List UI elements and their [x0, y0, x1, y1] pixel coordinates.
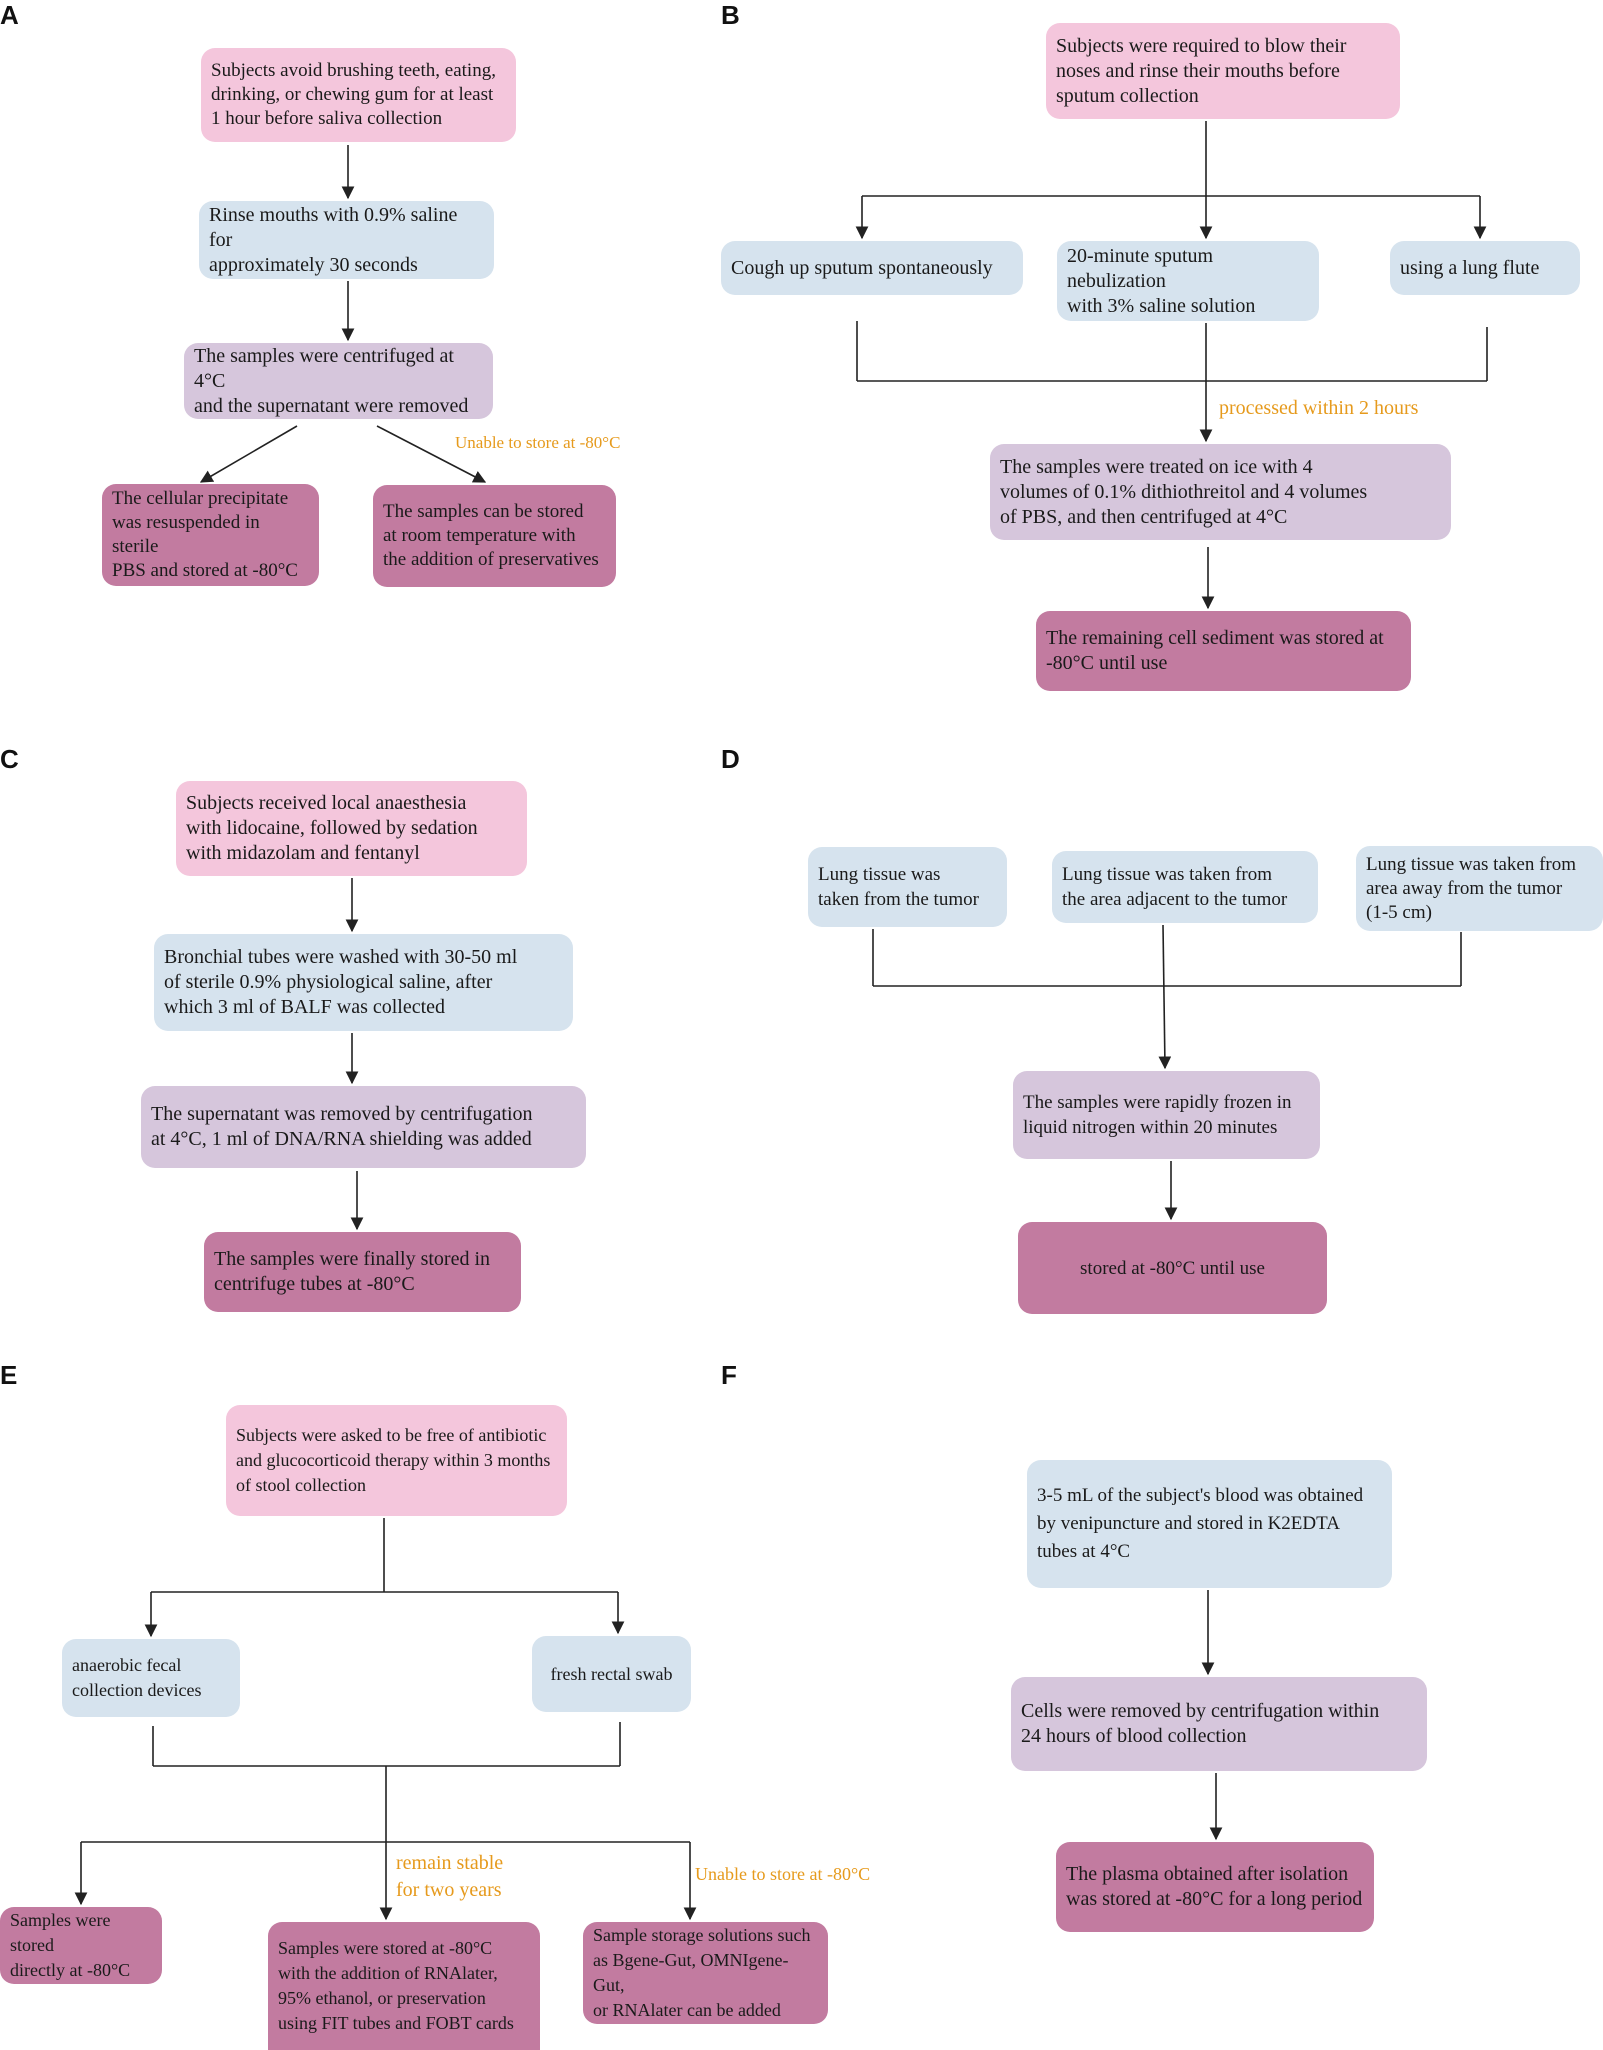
connector-arrow [199, 425, 298, 483]
panel-e-step-no-antibiotics: Subjects were asked to be free of antibi… [226, 1405, 567, 1516]
panel-b-option-spontaneous: Cough up sputum spontaneously [721, 241, 1023, 295]
panel-label-e: E [0, 1360, 18, 1390]
panel-c-step-bronchial-wash: Bronchial tubes were washed with 30-50 m… [154, 934, 573, 1031]
panel-a-result-pbs: The cellular precipitate was resuspended… [102, 484, 319, 586]
panel-e-option-anaerobic: anaerobic fecal collection devices [62, 1639, 240, 1717]
panel-b-option-lung-flute: using a lung flute [1390, 241, 1580, 295]
panel-a-step-centrifuge: The samples were centrifuged at 4°C and … [184, 343, 493, 419]
panel-b-note-processed: processed within 2 hours [1219, 397, 1419, 419]
panel-f-step-venipuncture: 3-5 mL of the subject's blood was obtain… [1027, 1460, 1392, 1588]
panel-e-note-stable: remain stable for two years [396, 1852, 504, 1901]
panel-e-note-unable-store: Unable to store at -80°C [695, 1864, 871, 1884]
panel-b-step-blow-nose: Subjects were required to blow their nos… [1046, 23, 1400, 119]
panel-e-result-direct: Samples were stored directly at -80°C [0, 1907, 162, 1984]
panel-b-result-sediment: The remaining cell sediment was stored a… [1036, 611, 1411, 691]
panel-label-a: A [0, 0, 19, 30]
panel-d-result-stored: stored at -80°C until use [1018, 1222, 1327, 1314]
panel-e-result-solutions: Sample storage solutions such as Bgene-G… [583, 1922, 828, 2024]
panel-a-result-preservatives: The samples can be stored at room temper… [373, 485, 616, 587]
panel-c-step-anaesthesia: Subjects received local anaesthesia with… [176, 781, 527, 876]
panel-b-option-nebulization: 20-minute sputum nebulization with 3% sa… [1057, 241, 1319, 321]
connector-arrow [1158, 924, 1172, 1070]
panel-a-note-unable-store: Unable to store at -80°C [455, 433, 621, 452]
panel-c-result-stored: The samples were finally stored in centr… [204, 1232, 521, 1312]
panel-b-step-dithiothreitol: The samples were treated on ice with 4 v… [990, 444, 1451, 540]
panel-a-step-rinse: Rinse mouths with 0.9% saline for approx… [199, 201, 494, 279]
panel-label-b: B [721, 0, 740, 30]
panel-a-step-no-eating: Subjects avoid brushing teeth, eating, d… [201, 48, 516, 142]
panel-d-option-tumor: Lung tissue was taken from the tumor [808, 847, 1007, 927]
panel-f-result-plasma: The plasma obtained after isolation was … [1056, 1842, 1374, 1932]
panel-f-step-centrifugation: Cells were removed by centrifugation wit… [1011, 1677, 1427, 1771]
panel-label-f: F [721, 1360, 737, 1390]
connector-arrow [376, 425, 487, 483]
panel-d-option-away: Lung tissue was taken from area away fro… [1356, 846, 1603, 931]
panel-e-result-rnalater: Samples were stored at -80°C with the ad… [268, 1922, 540, 2050]
panel-label-c: C [0, 744, 19, 774]
panel-d-step-frozen: The samples were rapidly frozen in liqui… [1013, 1071, 1320, 1159]
panel-c-step-supernatant: The supernatant was removed by centrifug… [141, 1086, 586, 1168]
panel-label-d: D [721, 744, 740, 774]
panel-e-option-rectal-swab: fresh rectal swab [532, 1636, 691, 1712]
panel-d-option-adjacent: Lung tissue was taken from the area adja… [1052, 851, 1318, 923]
